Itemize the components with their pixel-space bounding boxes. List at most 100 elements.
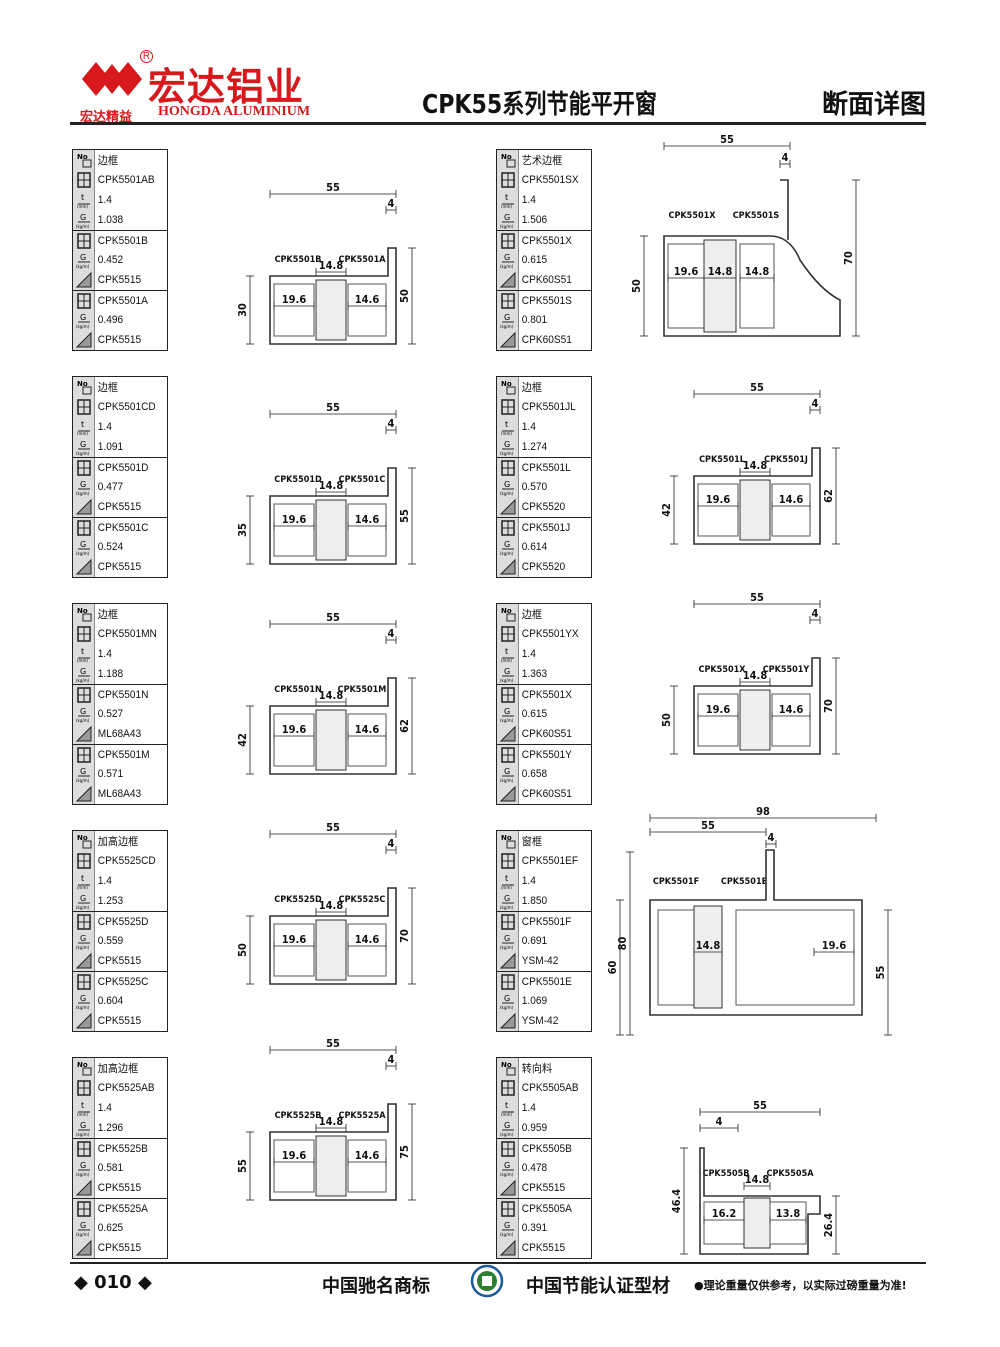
svg-text:G: G — [80, 1221, 86, 1230]
die-icon — [497, 784, 519, 804]
spec-row: CPK5525D — [73, 911, 167, 932]
dimension-label: 55 — [326, 611, 340, 624]
weight-icon: G(kg/m) — [497, 931, 519, 951]
spec-row: CPK5525B — [73, 1138, 167, 1159]
profile-label: CPK5525C — [339, 895, 386, 905]
dimension-label: 55 — [750, 381, 764, 394]
profile-icon — [497, 744, 519, 765]
profile-cavity — [667, 243, 705, 329]
profile-icon — [73, 397, 95, 417]
dimension-label: 35 — [236, 523, 249, 537]
spec-value: CPK5515 — [97, 561, 142, 573]
profile-icon — [73, 290, 95, 311]
spec-row: CPK5501B — [73, 230, 167, 251]
dimension-label: 19.6 — [282, 513, 307, 526]
spec-value: CPK5525D — [97, 915, 149, 928]
spec-row: CPK5505AB — [497, 1078, 591, 1098]
footer-text-trademark: 中国驰名商标 — [322, 1276, 430, 1297]
spec-row: G(kg/m)1.038 — [73, 210, 167, 230]
spec-value: 0.570 — [521, 481, 548, 493]
weight-icon: G(kg/m) — [497, 1218, 519, 1238]
svg-text:No: No — [77, 380, 88, 388]
svg-text:(kg/m): (kg/m) — [500, 1172, 514, 1177]
spec-value: 0.615 — [521, 254, 548, 266]
spec-row: CPK5501C — [73, 517, 167, 538]
spec-row: G(kg/m)0.570 — [497, 477, 591, 497]
weight-icon: G(kg/m) — [497, 1158, 519, 1178]
profile-cavity — [347, 503, 387, 557]
footer-disclaimer: ●理论重量仅供参考，以实际过磅重量为准! — [694, 1279, 907, 1292]
dimension-label: 19.6 — [706, 493, 731, 506]
dimension-label: 4 — [716, 1115, 723, 1128]
dimension-label: 4 — [388, 837, 395, 850]
profile-outline — [269, 1103, 397, 1201]
dimension-label: 46.4 — [670, 1189, 683, 1214]
profile-icon — [497, 397, 519, 417]
svg-text:G: G — [504, 767, 510, 776]
spec-value: CPK60S51 — [521, 274, 572, 286]
spec-value: CPK5501AB — [97, 174, 155, 186]
svg-text:(mm): (mm) — [501, 658, 512, 663]
svg-text:No: No — [501, 834, 512, 842]
svg-text:(kg/m): (kg/m) — [500, 1005, 514, 1010]
die-icon — [73, 1238, 95, 1258]
spec-value: CPK5515 — [521, 1182, 566, 1194]
spec-row: G(kg/m)0.452 — [73, 250, 167, 270]
svg-text:G: G — [504, 934, 510, 943]
spec-value: 1.4 — [521, 875, 536, 887]
part-number-icon: No — [73, 377, 95, 397]
spec-value: 1.850 — [521, 895, 548, 907]
svg-text:(kg/m): (kg/m) — [76, 778, 90, 783]
thickness-icon: t(mm) — [73, 417, 95, 437]
profile-icon — [73, 744, 95, 765]
dimension-label: 98 — [756, 805, 770, 818]
dimension-label: 4 — [388, 197, 395, 210]
spec-row: t(mm)1.4 — [73, 190, 167, 210]
spec-value: CPK5525B — [97, 1142, 148, 1155]
spec-row: G(kg/m)0.571 — [73, 764, 167, 784]
profile-icon — [73, 624, 95, 644]
dimension-label: 14.8 — [745, 265, 770, 278]
weight-icon: G(kg/m) — [73, 310, 95, 330]
profile-icon — [497, 1198, 519, 1219]
svg-text:G: G — [80, 213, 86, 222]
spec-row: CPK5515 — [73, 557, 167, 577]
dimension-label: 50 — [630, 279, 643, 293]
spec-row: G(kg/m)0.959 — [497, 1118, 591, 1138]
svg-text:G: G — [80, 253, 86, 262]
svg-text:G: G — [504, 1121, 510, 1130]
die-icon — [73, 270, 95, 290]
profile-outline — [649, 849, 863, 1016]
part-number-icon: No — [73, 604, 95, 624]
spec-row: G(kg/m)0.496 — [73, 310, 167, 330]
die-icon — [497, 1011, 519, 1031]
certification-seal-icon — [470, 1264, 504, 1298]
spec-row: YSM-42 — [497, 1011, 591, 1031]
spec-value: CPK5515 — [97, 955, 142, 967]
spec-value: 1.4 — [97, 648, 112, 660]
profile-label: CPK5501X — [669, 211, 717, 221]
weight-icon: G(kg/m) — [497, 1118, 519, 1138]
profile-cavity — [347, 1139, 387, 1193]
spec-value: 0.625 — [97, 1222, 124, 1234]
spec-row: CPK5501J — [497, 517, 591, 538]
spec-row: t(mm)1.4 — [497, 1098, 591, 1118]
dimension-label: 19.6 — [706, 703, 731, 716]
weight-icon: G(kg/m) — [497, 537, 519, 557]
spec-value: CPK5501J — [521, 521, 571, 534]
weight-icon: G(kg/m) — [497, 764, 519, 784]
spec-row: CPK5501M — [73, 744, 167, 765]
spec-value: CPK5515 — [97, 501, 142, 513]
weight-icon: G(kg/m) — [73, 250, 95, 270]
dimension-label: 75 — [398, 1145, 411, 1159]
dimension-label: 14.6 — [779, 493, 804, 506]
thermal-break — [739, 479, 771, 541]
